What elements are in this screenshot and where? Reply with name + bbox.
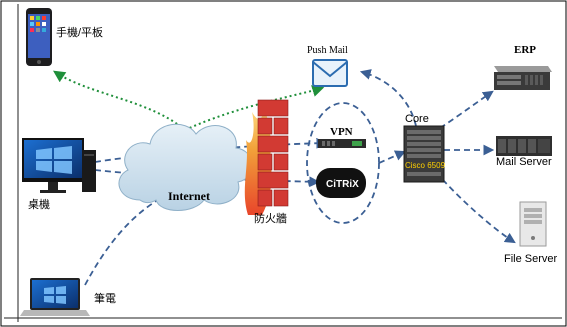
mail-server-icon xyxy=(496,136,552,156)
link-core-to-fileserver xyxy=(435,171,516,244)
laptop-label: 筆電 xyxy=(94,291,116,305)
firewall-label: 防火牆 xyxy=(254,211,287,225)
phone-label: 手機/平板 xyxy=(56,25,103,39)
vpn-device-icon xyxy=(318,139,366,148)
secure-access-group xyxy=(306,102,380,224)
citrix-logo-icon xyxy=(316,168,366,198)
file-server-icon xyxy=(519,201,547,247)
core-device-label: Cisco 6509 xyxy=(405,161,446,170)
link-core-to-erp xyxy=(439,90,494,129)
link-internet-to-phone xyxy=(52,70,186,131)
citrix-label: CiTRiX xyxy=(326,179,359,190)
desktop-icon xyxy=(22,138,96,193)
erp-label: ERP xyxy=(514,44,536,56)
link-internet-to-pushmail xyxy=(184,85,325,131)
laptop-icon xyxy=(20,278,90,316)
erp-server-icon xyxy=(494,66,552,90)
pushmail-label: Push Mail xyxy=(307,45,348,56)
core-label: Core xyxy=(405,113,429,125)
mail-envelope-icon xyxy=(312,59,348,87)
link-core-to-pushmail xyxy=(359,69,417,127)
core-switch-icon xyxy=(403,125,445,183)
firewall-icon xyxy=(244,99,289,215)
internet-cloud-icon xyxy=(118,123,253,211)
mail-server-label: Mail Server xyxy=(496,156,552,168)
link-access-to-core xyxy=(378,150,406,164)
file-server-label: File Server xyxy=(504,253,558,265)
desktop-label: 桌機 xyxy=(28,197,50,211)
internet-label: Internet xyxy=(168,189,210,203)
phone-icon xyxy=(26,8,52,66)
vpn-label: VPN xyxy=(330,126,353,138)
